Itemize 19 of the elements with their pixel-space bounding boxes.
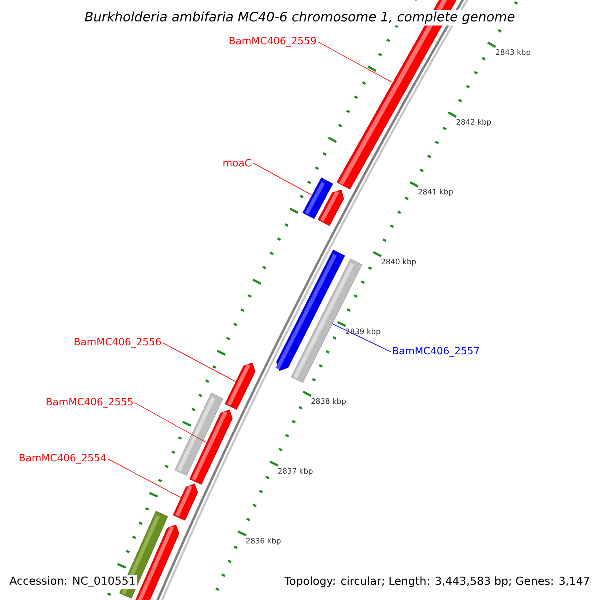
leader-line: [318, 42, 392, 83]
gene-bar: [225, 362, 256, 410]
gene-label: BamMC406_2557: [393, 347, 480, 357]
gene-label: BamMC406_2556: [74, 338, 162, 348]
leader-line: [162, 342, 236, 382]
gene-bar: [318, 190, 344, 226]
gene-box: [291, 258, 363, 384]
leader-line: [332, 324, 392, 352]
genome-info-text: Topology: circular; Length: 3,443,583 bp; Genes: 3,147: [283, 575, 592, 589]
leader-line: [108, 458, 182, 498]
gene-bar: [173, 484, 198, 521]
gene-bar: [190, 410, 233, 485]
accession-text: Accession: NC_010551: [8, 575, 138, 589]
gene-label: BamMC406_2554: [20, 454, 106, 464]
gene-label: moaC: [224, 159, 252, 167]
gene-label: BamMC406_2555: [46, 398, 133, 408]
gene-label: BamMC406_2559: [230, 37, 316, 47]
leader-line: [134, 402, 208, 444]
title: Burkholderia ambifaria MC40-6 chromosome 1, complete genome: [83, 10, 517, 26]
